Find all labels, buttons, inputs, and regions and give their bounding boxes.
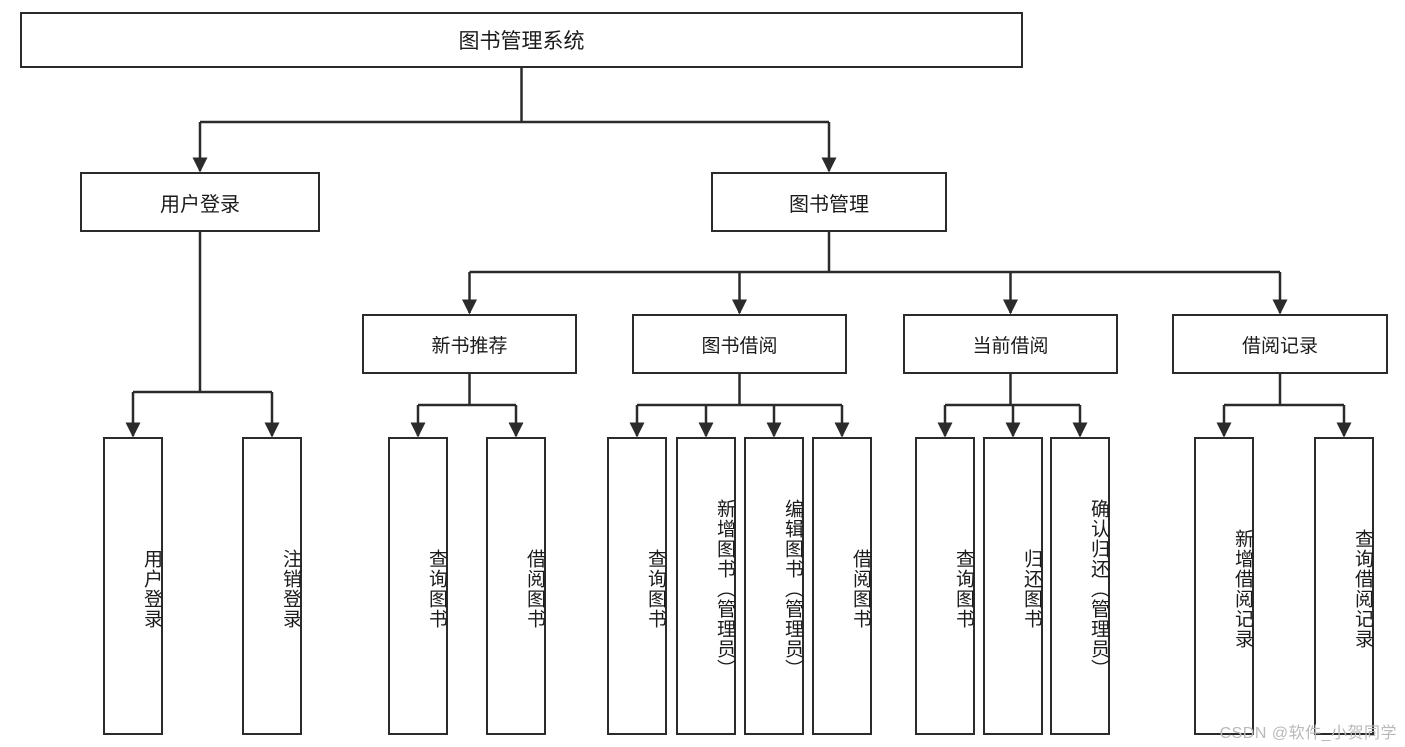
node-label: 图书管理 <box>789 193 869 216</box>
node-label: 图书借阅 <box>701 335 778 357</box>
leaf-query-book-borrow[interactable]: 查询图书 <box>607 437 667 735</box>
node-book-borrow[interactable]: 图书借阅 <box>632 314 847 374</box>
node-root-system[interactable]: 图书管理系统 <box>20 12 1023 68</box>
node-label: 用户登录 <box>141 549 162 629</box>
node-label: 新书推荐 <box>431 335 508 357</box>
leaf-return-book[interactable]: 归还图书 <box>983 437 1043 735</box>
leaf-add-book-admin[interactable]: 新增图书（管理员） <box>676 437 736 735</box>
node-label: 确认归还（管理员） <box>1088 499 1109 679</box>
node-current-borrow[interactable]: 当前借阅 <box>903 314 1118 374</box>
leaf-logout[interactable]: 注销登录 <box>242 437 302 735</box>
node-label: 编辑图书（管理员） <box>782 499 803 679</box>
node-label: 图书管理系统 <box>458 30 585 53</box>
node-label: 查询图书 <box>953 549 974 629</box>
node-book-management[interactable]: 图书管理 <box>711 172 947 232</box>
node-label: 新增图书（管理员） <box>714 499 735 679</box>
node-label: 借阅记录 <box>1241 335 1318 357</box>
leaf-query-book-recommend[interactable]: 查询图书 <box>388 437 448 735</box>
node-label: 借阅图书 <box>850 549 871 629</box>
node-user-login[interactable]: 用户登录 <box>80 172 320 232</box>
node-label: 查询借阅记录 <box>1352 529 1373 649</box>
node-label: 用户登录 <box>160 193 240 216</box>
node-borrow-record[interactable]: 借阅记录 <box>1172 314 1388 374</box>
node-label: 查询图书 <box>426 549 447 629</box>
leaf-user-login[interactable]: 用户登录 <box>103 437 163 735</box>
node-label: 归还图书 <box>1021 549 1042 629</box>
node-label: 注销登录 <box>280 549 301 629</box>
leaf-borrow-book[interactable]: 借阅图书 <box>812 437 872 735</box>
leaf-query-borrow-record[interactable]: 查询借阅记录 <box>1314 437 1374 735</box>
node-new-book-recommend[interactable]: 新书推荐 <box>362 314 577 374</box>
leaf-add-borrow-record[interactable]: 新增借阅记录 <box>1194 437 1254 735</box>
leaf-borrow-book-recommend[interactable]: 借阅图书 <box>486 437 546 735</box>
node-label: 当前借阅 <box>972 335 1049 357</box>
node-label: 新增借阅记录 <box>1232 529 1253 649</box>
leaf-edit-book-admin[interactable]: 编辑图书（管理员） <box>744 437 804 735</box>
node-label: 借阅图书 <box>524 549 545 629</box>
node-label: 查询图书 <box>645 549 666 629</box>
leaf-confirm-return-admin[interactable]: 确认归还（管理员） <box>1050 437 1110 735</box>
leaf-query-book-current[interactable]: 查询图书 <box>915 437 975 735</box>
